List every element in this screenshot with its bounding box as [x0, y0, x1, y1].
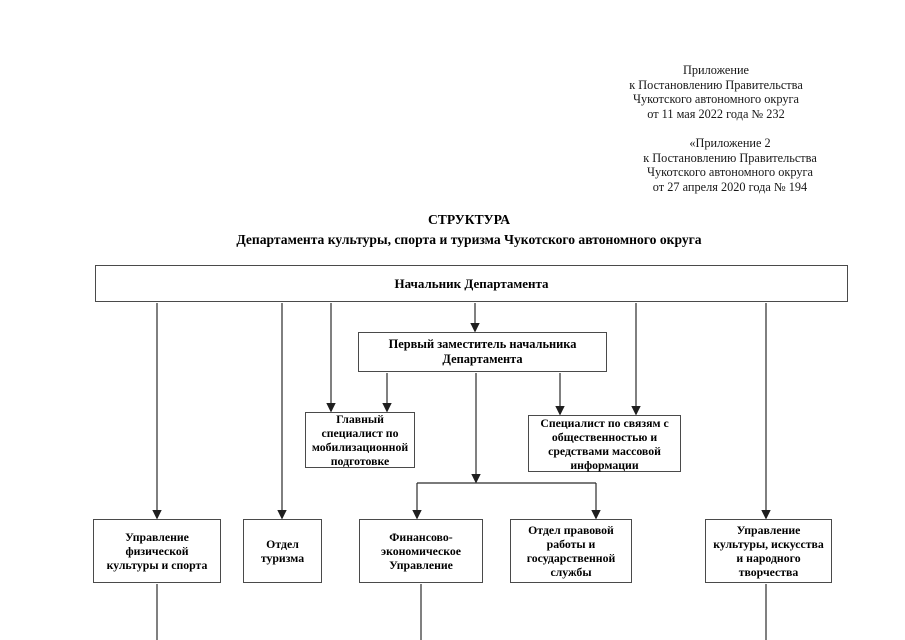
org-node-mobilization-specialist: Главный специалист по мобилизационной по… [305, 412, 415, 468]
org-node-legal-civil-service-dept: Отдел правовой работы и государственной … [510, 519, 632, 583]
annex-reference-2020: «Приложение 2 к Постановлению Правительс… [643, 136, 817, 195]
org-node-tourism-dept: Отдел туризма [243, 519, 322, 583]
document-title-line1: СТРУКТУРА [427, 212, 511, 227]
org-node-head: Начальник Департамента [95, 265, 848, 302]
org-node-pr-media-specialist: Специалист по связям с общественностью и… [528, 415, 681, 472]
annex-reference-2022: Приложение к Постановлению Правительства… [629, 63, 803, 122]
org-node-physical-culture-sport-dept: Управление физической культуры и спорта [93, 519, 221, 583]
document-title: СТРУКТУРА Департамента культуры, спорта … [95, 210, 843, 249]
org-node-first-deputy: Первый заместитель начальника Департамен… [358, 332, 607, 372]
document-title-line2: Департамента культуры, спорта и туризма … [236, 231, 702, 247]
org-node-culture-arts-folk-dept: Управление культуры, искусства и народно… [705, 519, 832, 583]
org-node-finance-economic-dept: Финансово- экономическое Управление [359, 519, 483, 583]
